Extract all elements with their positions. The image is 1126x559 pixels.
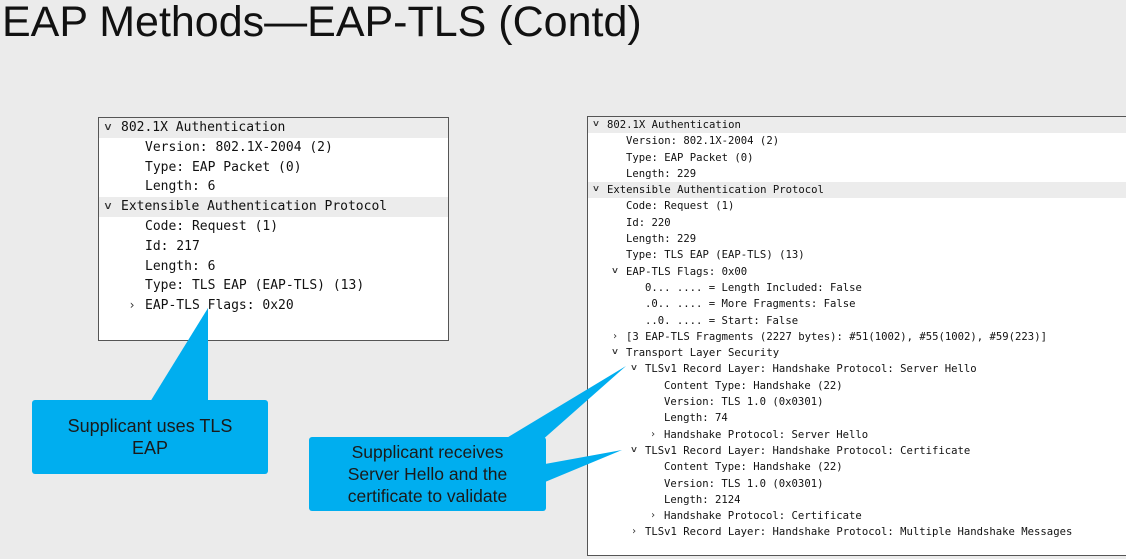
chevron-right-icon[interactable]: › xyxy=(649,428,657,440)
tree-row-label: [3 EAP-TLS Fragments (2227 bytes): #51(1… xyxy=(626,330,1047,343)
tree-row[interactable]: 0... .... = Length Included: False xyxy=(588,280,1126,296)
chevron-down-icon[interactable]: ˅ xyxy=(630,363,637,375)
chevron-down-icon[interactable]: ˅ xyxy=(611,347,618,359)
tree-row[interactable]: › TLSv1 Record Layer: Handshake Protocol:… xyxy=(588,524,1126,540)
tree-row-label: Handshake Protocol: Server Hello xyxy=(664,428,869,441)
chevron-down-icon[interactable]: ˅ xyxy=(104,199,112,214)
tree-row-label: Type: TLS EAP (EAP-TLS) (13) xyxy=(145,278,365,294)
tree-row[interactable]: Type: EAP Packet (0) xyxy=(99,158,448,178)
chevron-down-icon[interactable]: ˅ xyxy=(592,184,599,196)
tree-row[interactable]: › Handshake Protocol: Server Hello xyxy=(588,427,1126,443)
tree-row-label: TLSv1 Record Layer: Handshake Protocol: … xyxy=(645,363,977,376)
right-callout-pointer-2 xyxy=(545,450,622,482)
tree-row-label: Content Type: Handshake (22) xyxy=(664,461,843,474)
tree-row-label: 802.1X Authentication xyxy=(607,119,741,131)
tree-row-label: Length: 6 xyxy=(145,258,216,274)
tree-row-label: Id: 220 xyxy=(626,216,671,229)
right-callout-pointer xyxy=(500,366,626,442)
callout-line: Server Hello and the xyxy=(347,464,508,484)
tree-row[interactable]: Type: EAP Packet (0) xyxy=(588,150,1126,166)
chevron-down-icon[interactable]: ˅ xyxy=(104,120,112,134)
tree-row-label: Extensible Authentication Protocol xyxy=(121,199,388,215)
tree-row-label: Extensible Authentication Protocol xyxy=(607,184,824,197)
tree-row[interactable]: ..0. .... = Start: False xyxy=(588,313,1126,329)
tree-row[interactable]: Content Type: Handshake (22) xyxy=(588,459,1126,475)
tree-row-label: EAP-TLS Flags: 0x00 xyxy=(626,265,748,278)
chevron-down-icon[interactable]: ˅ xyxy=(630,444,637,456)
tree-row-label: Content Type: Handshake (22) xyxy=(664,379,843,392)
tree-row[interactable]: Length: 74 xyxy=(588,410,1126,426)
callout-line: certificate to validate xyxy=(347,486,508,506)
tree-row[interactable]: Content Type: Handshake (22) xyxy=(588,378,1126,394)
tree-row-label: Length: 6 xyxy=(145,179,216,195)
tree-row[interactable]: ˅ 802.1X Authentication xyxy=(99,118,448,138)
tree-row[interactable]: Version: 802.1X-2004 (2) xyxy=(588,133,1126,149)
tree-row-label: 802.1X Authentication xyxy=(121,120,286,135)
tree-row[interactable]: Code: Request (1) xyxy=(99,217,448,237)
tree-row-label: Code: Request (1) xyxy=(626,200,735,213)
tree-row-label: .0.. .... = More Fragments: False xyxy=(645,298,856,311)
tree-row-label: Length: 229 xyxy=(626,167,697,180)
tree-row[interactable]: Version: 802.1X-2004 (2) xyxy=(99,138,448,158)
tree-row[interactable]: Version: TLS 1.0 (0x0301) xyxy=(588,476,1126,492)
tree-row[interactable]: ˅ 802.1X Authentication xyxy=(588,117,1126,134)
tree-row-label: EAP-TLS Flags: 0x20 xyxy=(145,298,294,314)
callout-line: Supplicant receives xyxy=(351,442,504,462)
tree-row[interactable]: Length: 229 xyxy=(588,231,1126,247)
left-callout-pointer xyxy=(150,308,208,402)
chevron-right-icon[interactable]: › xyxy=(611,330,619,342)
chevron-right-icon[interactable]: › xyxy=(649,510,657,522)
tree-row-label: TLSv1 Record Layer: Handshake Protocol: … xyxy=(645,444,971,457)
tree-row[interactable]: ˅ TLSv1 Record Layer: Handshake Protocol:… xyxy=(588,443,1126,459)
tree-row-label: Version: 802.1X-2004 (2) xyxy=(145,139,333,155)
tree-row-label: Type: TLS EAP (EAP-TLS) (13) xyxy=(626,249,805,262)
tree-row-label: Version: TLS 1.0 (0x0301) xyxy=(664,396,824,409)
tree-row[interactable]: ˅ TLSv1 Record Layer: Handshake Protocol:… xyxy=(588,361,1126,377)
tree-row[interactable]: › Handshake Protocol: Certificate xyxy=(588,508,1126,524)
tree-row[interactable]: Id: 217 xyxy=(99,237,448,257)
tree-row-label: Length: 74 xyxy=(664,412,728,425)
callout-line: EAP xyxy=(131,438,169,458)
tree-row-label: Handshake Protocol: Certificate xyxy=(664,510,862,523)
tree-row-label: Version: 802.1X-2004 (2) xyxy=(626,135,780,148)
tree-row-label: TLSv1 Record Layer: Handshake Protocol: … xyxy=(645,526,1073,539)
tree-row[interactable]: Length: 2124 xyxy=(588,492,1126,508)
tree-row[interactable]: Id: 220 xyxy=(588,215,1126,231)
tree-row[interactable]: Code: Request (1) xyxy=(588,198,1126,214)
tree-row[interactable]: Length: 229 xyxy=(588,166,1126,182)
callout-supplicant-uses-tls: Supplicant uses TLS EAP xyxy=(32,400,268,474)
tree-row[interactable]: › EAP-TLS Flags: 0x20 xyxy=(99,296,448,316)
tree-row-label: Type: EAP Packet (0) xyxy=(145,159,302,175)
tree-row[interactable]: Type: TLS EAP (EAP-TLS) (13) xyxy=(588,247,1126,263)
tree-row-label: Version: TLS 1.0 (0x0301) xyxy=(664,477,824,490)
chevron-right-icon[interactable]: › xyxy=(128,298,136,313)
tree-row[interactable]: .0.. .... = More Fragments: False xyxy=(588,296,1126,312)
tree-row[interactable]: › [3 EAP-TLS Fragments (2227 bytes): #51(… xyxy=(588,329,1126,345)
chevron-down-icon[interactable]: ˅ xyxy=(592,119,599,130)
tree-row-label: Length: 2124 xyxy=(664,493,741,506)
tree-row[interactable]: Length: 6 xyxy=(99,257,448,277)
callout-line: Supplicant uses TLS xyxy=(67,416,233,436)
tree-row-label: Transport Layer Security xyxy=(626,347,780,360)
tree-row[interactable]: ˅ EAP-TLS Flags: 0x00 xyxy=(588,264,1126,280)
tree-row-label: ..0. .... = Start: False xyxy=(645,314,799,327)
tree-row[interactable]: ˅ Extensible Authentication Protocol xyxy=(99,197,448,217)
tree-row-label: Id: 217 xyxy=(145,238,200,254)
tree-row[interactable]: Length: 6 xyxy=(99,177,448,197)
callout-supplicant-receives: Supplicant receives Server Hello and the… xyxy=(309,437,546,511)
tree-row-label: Length: 229 xyxy=(626,233,697,246)
tree-row-label: 0... .... = Length Included: False xyxy=(645,281,862,294)
chevron-down-icon[interactable]: ˅ xyxy=(611,265,618,277)
tree-row[interactable]: Version: TLS 1.0 (0x0301) xyxy=(588,394,1126,410)
tree-row[interactable]: ˅ Transport Layer Security xyxy=(588,345,1126,361)
tree-row-label: Code: Request (1) xyxy=(145,218,279,234)
tree-row[interactable]: Type: TLS EAP (EAP-TLS) (13) xyxy=(99,276,448,296)
tree-row-label: Type: EAP Packet (0) xyxy=(626,151,754,164)
chevron-right-icon[interactable]: › xyxy=(630,526,638,538)
tree-row[interactable]: ˅ Extensible Authentication Protocol xyxy=(588,182,1126,199)
slide-title: EAP Methods—EAP-TLS (Contd) xyxy=(2,0,642,46)
